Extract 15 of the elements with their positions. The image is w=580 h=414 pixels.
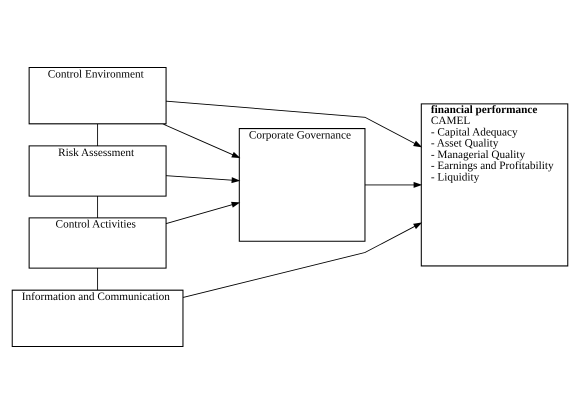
node-box: Risk Assessment xyxy=(28,145,167,197)
arrow xyxy=(182,222,422,298)
connector xyxy=(97,196,98,218)
node-box: Control Environment xyxy=(28,66,167,124)
arrow xyxy=(166,175,240,184)
node-box: Corporate Governance xyxy=(238,128,366,242)
arrow xyxy=(162,123,240,158)
arrow xyxy=(166,100,422,148)
arrow xyxy=(166,202,240,224)
node-box: financial performance CAMEL - Capital Adequacy - Asset Quality - Managerial Quality - Earnings and Profitability - Liquidity xyxy=(420,103,568,266)
connector xyxy=(97,123,98,146)
arrow xyxy=(364,182,422,188)
node-box: Control Activities xyxy=(28,217,167,269)
connector xyxy=(97,268,98,291)
node-box: Information and Communication xyxy=(12,290,184,348)
